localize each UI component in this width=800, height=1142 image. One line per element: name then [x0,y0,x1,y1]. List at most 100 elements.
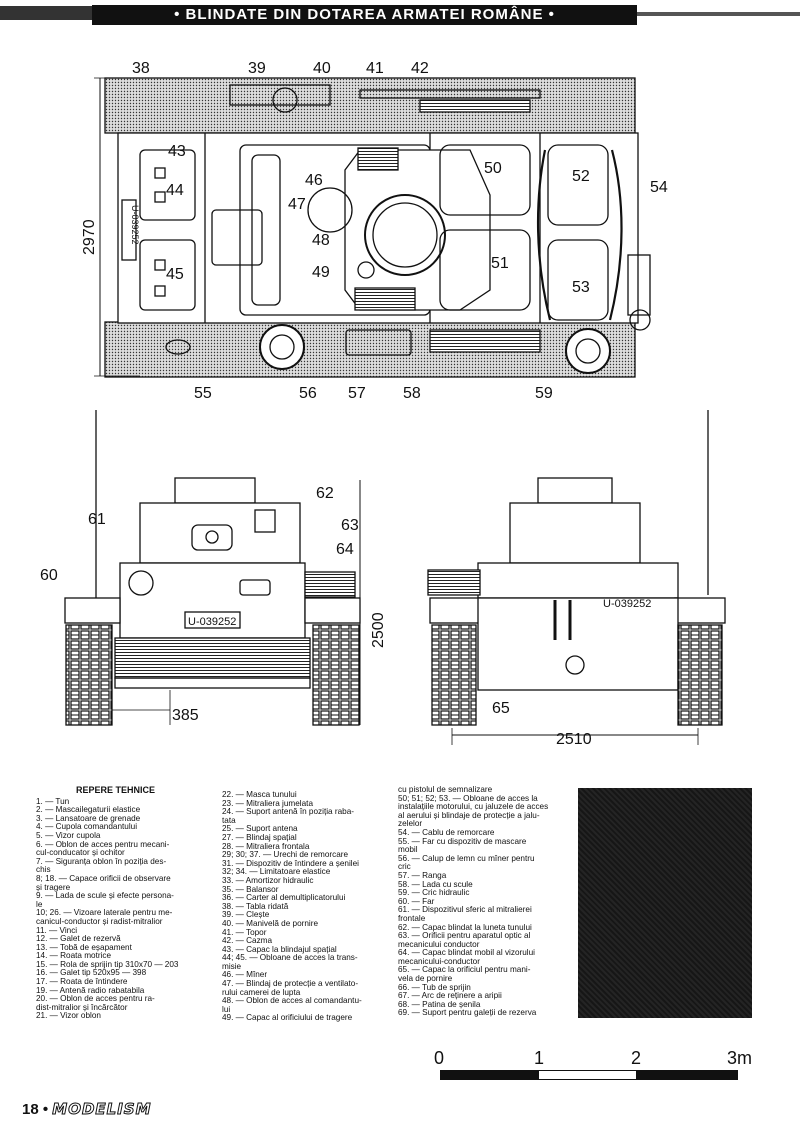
callout-49: 49 [312,264,330,281]
callout-57: 57 [348,385,366,402]
top-width-dimension: 2970 [81,219,98,255]
front-offset-dimension: 385 [172,707,199,724]
front-view-labels: 60 61 62 63 64 U-039252 2500 385 [40,485,387,724]
legend-item: tata [222,815,236,825]
top-view: U-039252 [94,77,651,378]
callout-50: 50 [484,160,502,177]
legend-title: REPERE TEHNICE [76,785,156,795]
callout-46: 46 [305,172,323,189]
header-rule-left [0,6,92,20]
legend-item: 44; 45. — Obloane de acces la trans- [222,953,358,963]
legend-item: și tragere [36,882,71,892]
legend-item: canicul-conductor și radist-mitralior [36,916,163,926]
legend-item: zelelor [398,819,423,829]
legend-item: 63. — Orificii pentru aparatul optic al [398,931,531,941]
rear-license-plate: U-039252 [603,598,651,610]
callout-51: 51 [491,255,509,272]
legend-item: frontale [398,913,426,923]
legend-item: cric [398,862,411,872]
legend-item: 22. — Masca tunului [222,790,297,799]
legend-item: 58. — Lada cu scule [398,879,473,889]
callout-39: 39 [248,60,266,77]
callout-62: 62 [316,485,334,502]
legend-item: 68. — Patina de șenila [398,999,481,1009]
callout-40: 40 [313,60,331,77]
legend-item: 36. — Carter al demultiplicatorului [222,893,346,903]
legend-item: dist-mitralior și încărcător [36,1002,128,1012]
callout-47: 47 [288,196,306,213]
front-view [64,410,361,726]
legend-item: 23. — Mitraliera jumelata [222,798,314,808]
callout-48: 48 [312,232,330,249]
legend-item: 25. — Suport antena [222,824,298,834]
scale-label-2: 2 [631,1048,642,1068]
legend-item: 28. — Mitraliera frontala [222,841,310,851]
legend-item: cul-conducator și ochitor [36,848,125,858]
legend-item: 9. — Lada de scule și efecte persona- [36,891,174,901]
legend-item: 49. — Capac al orificiului de tragere [222,1013,353,1023]
legend-item: 54. — Cablu de remorcare [398,827,495,837]
legend-item: 35. — Balansor [222,884,279,894]
legend-item: 33. — Amortizor hidraulic [222,875,314,885]
scale-bar: 0 1 2 3m [430,1048,760,1088]
legend-item: vela de pornire [398,974,453,984]
legend-item: 40. — Manivelă de pornire [222,918,319,928]
legend-item: 42. — Cazma [222,936,273,946]
callout-53: 53 [572,279,590,296]
legend-item: 29; 30; 37. — Urechi de remorcare [222,850,349,860]
legend-item: 46. — Mîner [222,970,268,980]
top-view-callouts: 38 39 40 41 42 43 44 45 46 47 48 49 50 5… [132,60,668,402]
legend-item: 61. — Dispozitivul sferic al mitralierei [398,905,532,915]
legend-item: 19. — Antenă radio rabatabila [36,985,145,995]
legend-item: 43. — Capac la blindajul spațial [222,944,337,954]
header-rule-right [637,12,800,16]
dark-photo-block [578,788,752,1018]
legend-item: 67. — Arc de reținere a aripii [398,991,502,1001]
page-footer: 18 • MODELISM [22,1100,152,1119]
callout-38: 38 [132,60,150,77]
legend-item: 56. — Calup de lemn cu mîner pentru [398,853,535,863]
legend-item: 31. — Dispozitiv de întindere a șenilei [222,858,359,868]
legend-item: 3. — Lansatoare de grenade [36,813,141,823]
scale-segment-black [440,1070,540,1080]
scale-label-0: 0 [434,1048,445,1068]
legend-column-3: cu pistolul de semnalizare 50; 51; 52; 5… [398,785,573,1018]
legend-item: 64. — Capac blindat mobil al vizorului [398,948,535,958]
legend-item: chis [36,865,51,875]
legend-item: 38. — Tabla ridată [222,901,289,911]
scale-label-1: 1 [534,1048,545,1068]
legend-item: 50; 51; 52; 53. — Obloane de acces la [398,793,538,803]
callout-56: 56 [299,385,317,402]
callout-42: 42 [411,60,429,77]
legend-column-1: REPERE TEHNICE 1. — Tun 2. — Mascailegat… [36,786,216,1021]
svg-text:U-039252: U-039252 [130,205,140,245]
legend-item: mecanicului-conductor [398,956,480,966]
legend-item: 11. — Vinci [36,925,78,935]
magazine-brand: MODELISM [52,1100,152,1119]
legend-item: 57. — Ranga [398,870,447,880]
legend-item: 17. — Roata de întindere [36,977,128,987]
callout-54: 54 [650,179,668,196]
callout-60: 60 [40,567,58,584]
legend-item: lui [222,1004,231,1014]
legend-item: instalațiile motorului, cu jaluzele de a… [398,802,549,812]
legend-item: 13. — Tobă de eșapament [36,942,132,952]
legend-column-2: 22. — Masca tunului 23. — Mitraliera jum… [222,790,402,1023]
scale-label-3m: 3m [727,1048,753,1068]
legend-item: 15. — Rola de sprijin tip 310x70 — 203 [36,959,179,969]
callout-64: 64 [336,541,354,558]
legend-item: 20. — Oblon de acces pentru ra- [36,994,155,1004]
legend-item: 7. — Siguranța oblon în poziția des- [36,856,167,866]
legend-item: mecanicului conductor [398,939,480,949]
callout-59: 59 [535,385,553,402]
callout-65: 65 [492,700,510,717]
legend-item: cu pistolul de semnalizare [398,785,493,794]
scale-segment-black-2 [636,1070,738,1080]
legend-item: 39. — Clește [222,910,270,920]
legend-item: 27. — Blindaj spațial [222,832,297,842]
legend-item: 2. — Mascailegaturii elastice [36,805,141,815]
legend-item: 62. — Capac blindat la luneta tunului [398,922,532,932]
page-number: 18 • [22,1101,49,1118]
legend-item: 1. — Tun [36,796,70,806]
